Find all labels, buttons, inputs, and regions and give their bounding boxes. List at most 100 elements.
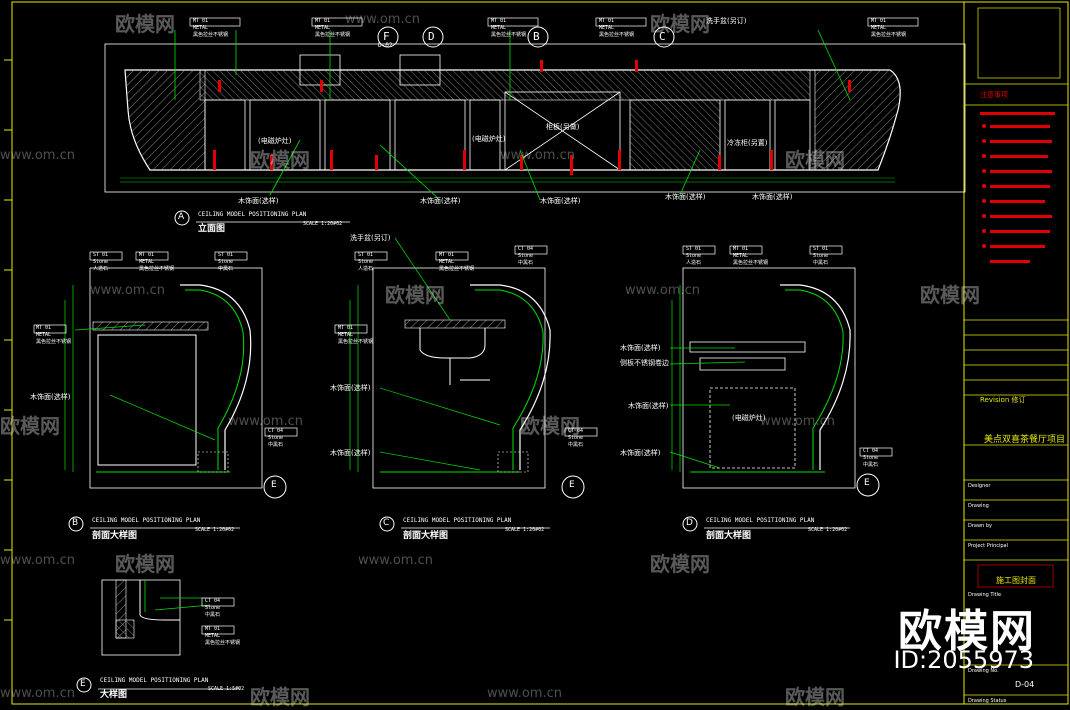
- watermark-url-10: www.om.cn: [0, 686, 75, 701]
- detail-view-e: [101, 579, 235, 656]
- note-wood-elev-1: 木饰面(选样): [238, 197, 279, 205]
- note-wood-elev-3: 木饰面(选样): [540, 197, 581, 205]
- view-a-scale: SCALE 1:20#02: [303, 221, 343, 227]
- watermark-brand-2: 欧模网: [650, 12, 710, 36]
- tb-label-principal: Project Principal: [968, 543, 1009, 549]
- note-fridge-elev: 冷冻柜(另置): [727, 139, 768, 147]
- note-sink-c: 洗手盆(另订): [350, 234, 391, 242]
- watermark-url-6: www.om.cn: [228, 414, 303, 429]
- tb-note-header: 注意事项: [980, 91, 1008, 99]
- ref-d02-label: D-02: [378, 42, 393, 49]
- section-marker-b: B: [533, 30, 540, 43]
- watermark-brand-7: 欧模网: [0, 414, 60, 438]
- section-marker-d: D: [428, 30, 435, 43]
- view-b-scale: SCALE 1:20#02: [195, 527, 235, 533]
- watermark-brand-4: 欧模网: [785, 148, 845, 172]
- view-b-subtitle: 剖面大样图: [92, 531, 138, 541]
- watermark-url-3: www.om.cn: [500, 148, 575, 163]
- view-d-title: CEILING MODEL POSITIONING PLAN: [706, 517, 815, 524]
- watermark-brand-11: 欧模网: [250, 685, 310, 709]
- watermark-url-9: www.om.cn: [358, 553, 433, 568]
- note-oven-elev: (电磁炉灶): [258, 137, 292, 145]
- view-a-marker: [174, 210, 190, 226]
- view-b-marker: [68, 516, 84, 532]
- tb-label-drawing-no: Drawing No.: [968, 668, 999, 674]
- view-e-title: CEILING MODEL POSITIONING PLAN: [100, 677, 209, 684]
- note-wood-c-2: 木饰面(选样): [330, 449, 371, 457]
- section-view-d: [669, 245, 893, 497]
- view-e-scale: SCALE 1:5#02: [208, 686, 245, 692]
- watermark-brand-5: 欧模网: [385, 283, 445, 307]
- watermark-url-1: www.om.cn: [345, 12, 420, 27]
- note-wood-elev-2: 木饰面(选样): [420, 197, 461, 205]
- watermark-url-4: www.om.cn: [90, 283, 165, 298]
- note-wood-d-3: 木饰面(选样): [620, 449, 661, 457]
- watermark-id: ID:2055973: [893, 646, 1034, 674]
- tb-label-designer: Designer: [968, 483, 991, 489]
- note-steel-d: 侧板不锈钢卷边: [620, 359, 669, 367]
- view-a-title: CEILING MODEL POSITIONING PLAN: [198, 211, 307, 218]
- section-view-b: [33, 251, 298, 499]
- note-wood-c-1: 木饰面(选样): [330, 384, 371, 392]
- view-e-subtitle: 大样图: [100, 690, 128, 700]
- drawing-frame: [4, 1, 1069, 705]
- watermark-brand-3: 欧模网: [250, 148, 310, 172]
- watermark-brand-large: 欧模网: [898, 606, 1036, 657]
- view-c-title: CEILING MODEL POSITIONING PLAN: [403, 517, 512, 524]
- view-d-marker: [682, 516, 698, 532]
- watermark-url-2: www.om.cn: [0, 148, 75, 163]
- section-marker-c: C: [659, 30, 666, 43]
- watermark-url-5: www.om.cn: [625, 283, 700, 298]
- tb-drawing-no: D-04: [1015, 680, 1035, 689]
- tb-revision: Revision 修订: [980, 396, 1026, 404]
- note-wood-b: 木饰面(选样): [30, 393, 71, 401]
- watermark-brand-12: 欧模网: [785, 685, 845, 709]
- detail-e-callout-c: E: [569, 480, 575, 490]
- view-a-subtitle: 立面图: [198, 224, 226, 234]
- watermark-url-8: www.om.cn: [0, 553, 75, 568]
- elevation-view-a: [104, 17, 966, 201]
- section-view-c: [334, 237, 598, 499]
- view-b-title: CEILING MODEL POSITIONING PLAN: [92, 517, 201, 524]
- note-sink-elev: 洗手盆(另订): [706, 17, 747, 25]
- view-e-letter: E: [80, 679, 86, 689]
- view-d-letter: D: [686, 518, 693, 528]
- view-c-marker: [379, 516, 395, 532]
- tb-drawing-title: 施工图封面: [996, 576, 1036, 585]
- view-c-subtitle: 剖面大样图: [403, 531, 449, 541]
- note-cabinet-elev: 柜板(另做): [546, 123, 580, 131]
- note-wood-d-2: 木饰面(选样): [628, 402, 669, 410]
- detail-e-callout-b: E: [271, 480, 277, 490]
- watermark-brand-10: 欧模网: [650, 552, 710, 576]
- note-oven-elev-2: (电磁炉灶): [472, 135, 506, 143]
- view-b-letter: B: [72, 518, 79, 528]
- watermark-brand-9: 欧模网: [115, 552, 175, 576]
- watermark-brand-6: 欧模网: [920, 283, 980, 307]
- tb-label-drawing: Drawing: [968, 503, 989, 509]
- watermark-url-7: www.om.cn: [760, 414, 835, 429]
- section-marker-f: F: [383, 30, 390, 43]
- watermark-url-11: www.om.cn: [487, 686, 562, 701]
- view-d-subtitle: 剖面大样图: [706, 531, 752, 541]
- note-wood-elev-4: 木饰面(选样): [665, 193, 706, 201]
- tb-label-drawn-by: Drawn by: [968, 523, 992, 529]
- view-a-letter: A: [178, 212, 185, 222]
- note-wood-elev-5: 木饰面(选样): [752, 193, 793, 201]
- view-c-scale: SCALE 1:20#02: [505, 527, 545, 533]
- view-c-letter: C: [383, 518, 390, 528]
